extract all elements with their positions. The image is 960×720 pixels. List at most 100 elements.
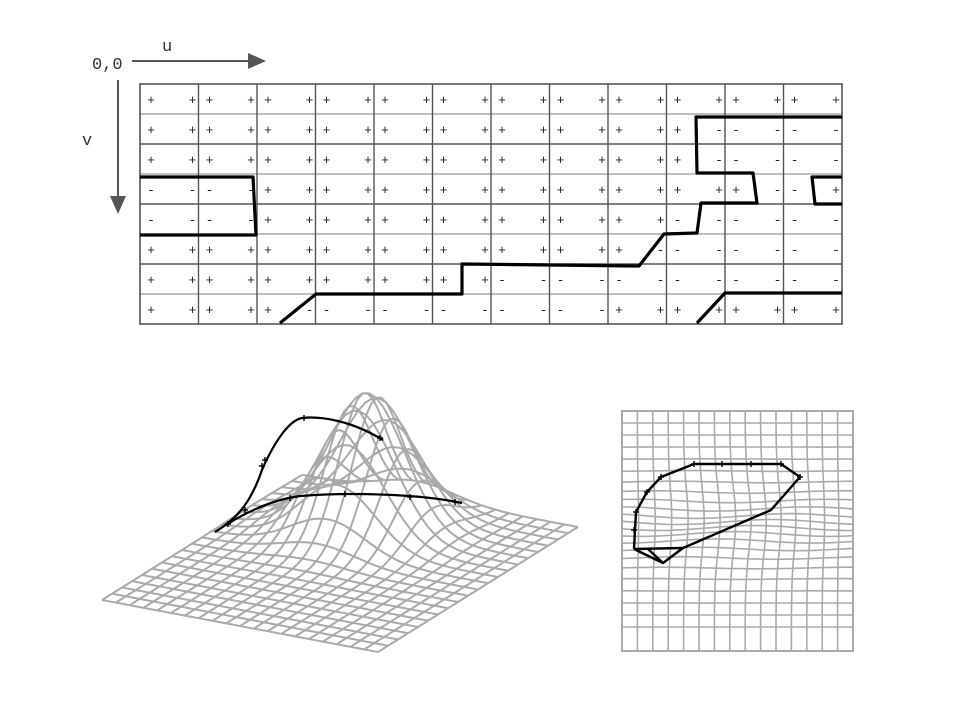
svg-text:+: + bbox=[715, 93, 723, 108]
svg-text:-: - bbox=[498, 273, 506, 288]
svg-text:-: - bbox=[732, 213, 740, 228]
svg-text:+: + bbox=[206, 303, 214, 318]
svg-text:-: - bbox=[674, 243, 682, 258]
svg-text:-: - bbox=[657, 273, 665, 288]
svg-text:+: + bbox=[598, 93, 606, 108]
svg-text:-: - bbox=[774, 153, 782, 168]
svg-text:+: + bbox=[264, 273, 272, 288]
v-axis-arrow bbox=[110, 80, 126, 214]
svg-text:+: + bbox=[498, 93, 506, 108]
svg-text:+: + bbox=[657, 123, 665, 138]
svg-text:+: + bbox=[557, 243, 565, 258]
svg-text:+: + bbox=[364, 153, 372, 168]
svg-text:+: + bbox=[540, 183, 548, 198]
svg-text:+: + bbox=[306, 213, 314, 228]
svg-text:+: + bbox=[674, 153, 682, 168]
svg-text:+: + bbox=[423, 213, 431, 228]
svg-text:+: + bbox=[147, 153, 155, 168]
svg-text:-: - bbox=[791, 153, 799, 168]
svg-text:+: + bbox=[247, 243, 255, 258]
svg-text:+: + bbox=[264, 243, 272, 258]
svg-text:+: + bbox=[440, 273, 448, 288]
svg-text:+: + bbox=[481, 183, 489, 198]
svg-text:+: + bbox=[440, 213, 448, 228]
svg-text:+: + bbox=[481, 93, 489, 108]
svg-text:-: - bbox=[540, 273, 548, 288]
svg-text:+: + bbox=[498, 123, 506, 138]
svg-text:-: - bbox=[247, 183, 255, 198]
svg-text:+: + bbox=[715, 303, 723, 318]
svg-text:+: + bbox=[423, 123, 431, 138]
svg-text:+: + bbox=[381, 273, 389, 288]
svg-text:+: + bbox=[306, 273, 314, 288]
svg-text:-: - bbox=[674, 273, 682, 288]
svg-text:+: + bbox=[323, 213, 331, 228]
svg-text:+: + bbox=[557, 93, 565, 108]
svg-text:+: + bbox=[598, 183, 606, 198]
svg-text:+: + bbox=[440, 123, 448, 138]
svg-text:-: - bbox=[715, 123, 723, 138]
svg-text:+: + bbox=[189, 153, 197, 168]
trim-curve-right-loop bbox=[810, 175, 842, 206]
svg-text:+: + bbox=[540, 123, 548, 138]
svg-text:-: - bbox=[791, 183, 799, 198]
svg-text:+: + bbox=[540, 153, 548, 168]
svg-text:-: - bbox=[323, 303, 331, 318]
svg-text:-: - bbox=[306, 303, 314, 318]
svg-text:+: + bbox=[732, 303, 740, 318]
svg-text:+: + bbox=[774, 93, 782, 108]
svg-text:+: + bbox=[147, 273, 155, 288]
svg-text:+: + bbox=[832, 183, 840, 198]
svg-text:+: + bbox=[206, 273, 214, 288]
svg-text:+: + bbox=[264, 153, 272, 168]
surface-trim-curve bbox=[214, 415, 463, 533]
svg-text:+: + bbox=[657, 153, 665, 168]
svg-text:+: + bbox=[147, 123, 155, 138]
u-axis-label: u bbox=[162, 38, 172, 57]
svg-text:-: - bbox=[715, 213, 723, 228]
svg-text:+: + bbox=[615, 123, 623, 138]
svg-text:+: + bbox=[206, 243, 214, 258]
svg-text:+: + bbox=[364, 183, 372, 198]
svg-text:+: + bbox=[323, 123, 331, 138]
svg-text:+: + bbox=[381, 183, 389, 198]
svg-text:-: - bbox=[715, 153, 723, 168]
svg-text:-: - bbox=[206, 183, 214, 198]
svg-text:-: - bbox=[774, 273, 782, 288]
svg-text:+: + bbox=[557, 213, 565, 228]
svg-text:+: + bbox=[381, 243, 389, 258]
svg-text:+: + bbox=[440, 93, 448, 108]
svg-text:-: - bbox=[440, 303, 448, 318]
svg-text:+: + bbox=[557, 153, 565, 168]
svg-text:+: + bbox=[498, 183, 506, 198]
svg-text:+: + bbox=[674, 303, 682, 318]
svg-text:+: + bbox=[323, 183, 331, 198]
svg-text:+: + bbox=[615, 93, 623, 108]
svg-text:-: - bbox=[189, 183, 197, 198]
svg-text:+: + bbox=[674, 123, 682, 138]
svg-text:+: + bbox=[306, 153, 314, 168]
svg-text:+: + bbox=[264, 123, 272, 138]
svg-text:+: + bbox=[598, 213, 606, 228]
svg-text:+: + bbox=[323, 273, 331, 288]
svg-text:+: + bbox=[306, 183, 314, 198]
svg-text:-: - bbox=[364, 303, 372, 318]
svg-text:-: - bbox=[557, 273, 565, 288]
svg-text:+: + bbox=[264, 93, 272, 108]
svg-text:+: + bbox=[674, 93, 682, 108]
svg-text:+: + bbox=[189, 93, 197, 108]
svg-text:-: - bbox=[147, 183, 155, 198]
svg-text:+: + bbox=[423, 273, 431, 288]
svg-text:+: + bbox=[557, 123, 565, 138]
svg-text:+: + bbox=[323, 93, 331, 108]
svg-text:+: + bbox=[615, 213, 623, 228]
svg-text:+: + bbox=[674, 183, 682, 198]
u-axis-arrow bbox=[132, 53, 266, 69]
svg-text:+: + bbox=[440, 183, 448, 198]
svg-text:+: + bbox=[732, 93, 740, 108]
svg-text:-: - bbox=[774, 213, 782, 228]
svg-text:+: + bbox=[498, 213, 506, 228]
svg-text:-: - bbox=[774, 183, 782, 198]
svg-text:+: + bbox=[615, 153, 623, 168]
trim-curve-lower bbox=[278, 115, 842, 325]
